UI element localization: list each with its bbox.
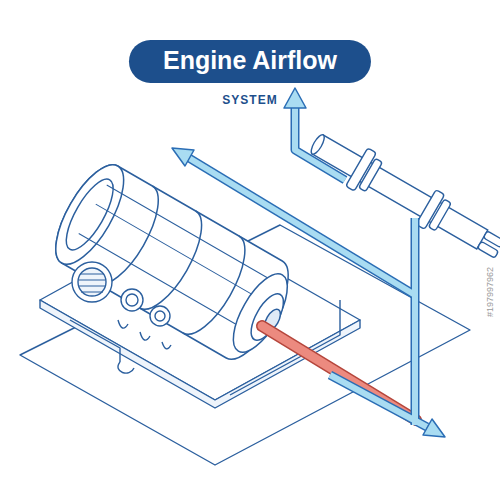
engine-body (43, 155, 306, 371)
mount-hook (118, 362, 134, 373)
subtitle: SYSTEM (222, 93, 277, 107)
title-pill: Engine Airflow (129, 40, 371, 83)
watermark-number: #197997962 (485, 267, 495, 317)
engine-front-details (72, 262, 171, 349)
airflow-arrows (172, 88, 445, 437)
